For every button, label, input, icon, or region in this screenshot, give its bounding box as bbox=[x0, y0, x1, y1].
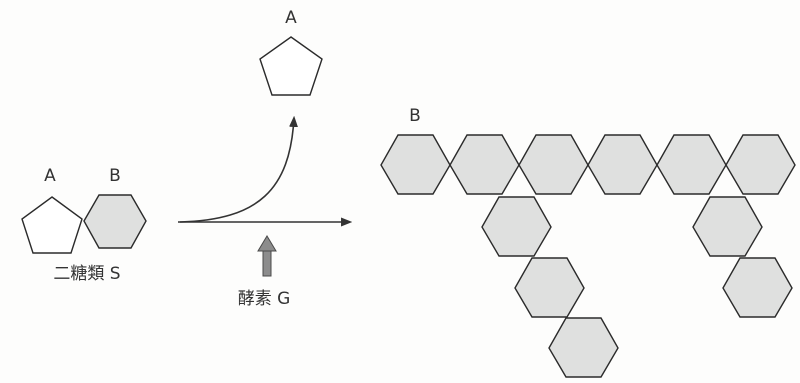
polysaccharide: B bbox=[380, 106, 796, 378]
disaccharide-label-b: B bbox=[109, 166, 121, 186]
branch-left-hexagon-2 bbox=[514, 257, 585, 318]
chain-hexagon-4 bbox=[587, 134, 658, 195]
disaccharide-label-a: A bbox=[44, 166, 56, 186]
main-chain bbox=[380, 134, 796, 195]
polymer-label-b: B bbox=[409, 106, 421, 126]
branch-right-hexagon-1 bbox=[692, 196, 763, 257]
chain-hexagon-2 bbox=[449, 134, 520, 195]
product-label-a: A bbox=[285, 8, 297, 28]
branch-left-hexagon-3 bbox=[548, 317, 619, 378]
chain-hexagon-3 bbox=[518, 134, 589, 195]
branch-right-hexagon-2 bbox=[722, 257, 793, 318]
disaccharide-name: 二糖類 S bbox=[53, 264, 120, 284]
enzyme-g: 酵素 G bbox=[238, 235, 291, 309]
chain-hexagon-6 bbox=[725, 134, 796, 195]
enzyme-arrow-shaft bbox=[262, 249, 272, 277]
chain-hexagon-5 bbox=[656, 134, 727, 195]
reaction-arrows bbox=[178, 115, 353, 227]
disaccharide-s: A B 二糖類 S bbox=[21, 166, 147, 284]
release-arrow bbox=[179, 115, 298, 223]
chain-hexagon-1 bbox=[380, 134, 451, 195]
branch-left-hexagon-1 bbox=[481, 196, 552, 257]
branch-left bbox=[481, 196, 619, 378]
branch-right bbox=[692, 196, 793, 318]
released-a: A bbox=[259, 8, 323, 96]
enzyme-arrow-head bbox=[257, 235, 277, 252]
disaccharide-pentagon-a bbox=[21, 196, 83, 254]
disaccharide-hexagon-b bbox=[83, 194, 147, 249]
enzyme-label: 酵素 G bbox=[238, 289, 291, 309]
product-pentagon-a bbox=[259, 36, 323, 96]
